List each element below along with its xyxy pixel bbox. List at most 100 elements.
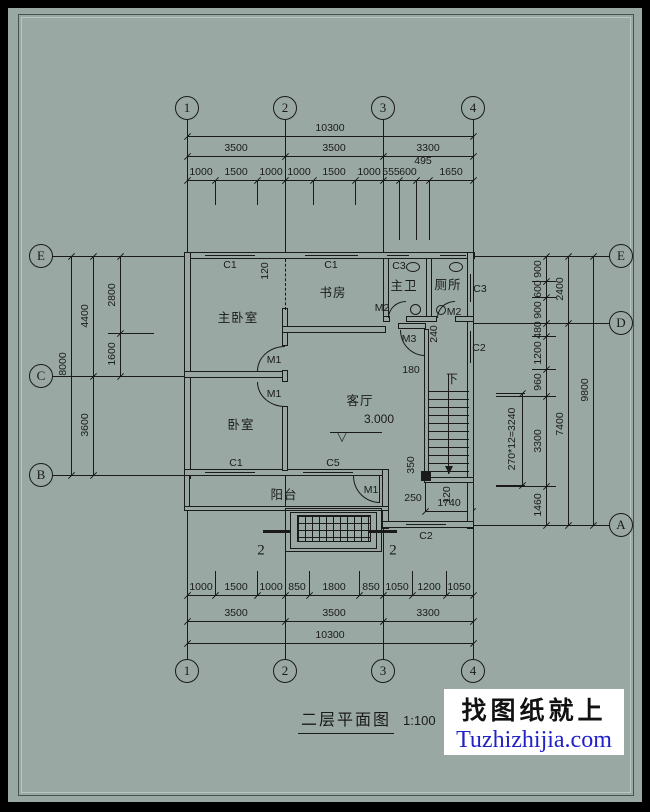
window-c2-right [467, 331, 474, 363]
axis-bubble-d-right: D [609, 311, 633, 335]
room-label-toilet: 厕所 [434, 277, 462, 292]
dim-top-detail: 1650 [439, 165, 463, 178]
tag-window-c1: C1 [223, 258, 237, 271]
dim-line [474, 323, 610, 324]
dim-top-detail: 1000 [357, 165, 381, 178]
room-label-master-bath: 主卫 [390, 278, 418, 293]
axis-line [285, 119, 286, 258]
dim-top-detail: 1500 [322, 165, 346, 178]
axis-line [93, 256, 94, 475]
dim-right-outer: 9800 [578, 378, 591, 402]
axis-line [473, 119, 474, 252]
window-c3-right [467, 274, 474, 302]
tag-window-c3: C3 [392, 259, 406, 272]
inner-frame-highlight [21, 17, 631, 793]
ann-dim-180: 180 [402, 363, 420, 376]
axis-line [359, 571, 360, 595]
dim-bottom-detail: 1000 [259, 580, 283, 593]
axis-line [215, 571, 216, 595]
planter-grille [297, 515, 371, 542]
axis-bubble-4-top: 4 [461, 96, 485, 120]
dim-line [187, 621, 473, 622]
axis-line [383, 119, 384, 258]
wall [383, 316, 390, 322]
axis-bubble-e-left: E [29, 244, 53, 268]
basin-fixture-icon [436, 305, 446, 315]
wall [398, 323, 426, 329]
axis-bubble-a-right: A [609, 513, 633, 537]
axis-bubble-4-bottom: 4 [461, 659, 485, 683]
stair-direction-arrow-icon [445, 466, 453, 474]
dim-line [496, 396, 556, 397]
ann-dim-350: 350 [404, 456, 417, 474]
axis-line [257, 180, 258, 205]
window-c3-top-bath [387, 252, 409, 259]
axis-line [546, 256, 547, 525]
axis-line [215, 180, 216, 205]
dim-left-bay: 3600 [78, 413, 91, 437]
room-label-balcony: 阳台 [270, 487, 298, 502]
dim-left-bay: 4400 [78, 304, 91, 328]
ann-dim-240: 240 [427, 325, 440, 343]
window-c1-top-study [305, 252, 358, 259]
dim-bottom-detail: 1500 [224, 580, 248, 593]
axis-line [522, 393, 523, 485]
dim-line [187, 156, 473, 157]
axis-bubble-1-top: 1 [175, 96, 199, 120]
dim-bottom-bay: 3500 [322, 606, 346, 619]
dim-right-detail: 900 [531, 301, 544, 319]
axis-bubble-e-right: E [609, 244, 633, 268]
axis-line [383, 470, 384, 660]
dim-bottom-detail: 1800 [322, 580, 346, 593]
tag-window-c2: C2 [472, 341, 486, 354]
axis-line [429, 180, 430, 240]
dim-bottom-detail: 1050 [447, 580, 471, 593]
room-label-master-bedroom: 主卧室 [217, 310, 259, 325]
wall [282, 326, 386, 333]
dim-right-detail: 1460 [531, 493, 544, 517]
dim-top-detail: 1000 [287, 165, 311, 178]
drawing-area: 1 2 3 4 1 2 3 4 E C B E D A 10300 3500 3… [8, 8, 642, 802]
door-m2-master-bath [388, 301, 406, 318]
dim-right-detail: 1200 [531, 341, 544, 365]
ann-dim-120-top: 120 [258, 262, 271, 280]
wall [282, 406, 288, 471]
window-c2-bottom [406, 521, 446, 528]
tag-window-c3: C3 [473, 282, 487, 295]
wall [382, 469, 389, 529]
section-mark-2: 2 [257, 542, 265, 559]
axis-bubble-3-bottom: 3 [371, 659, 395, 683]
dim-line [496, 393, 525, 394]
dim-left-detail: 2800 [105, 283, 118, 307]
axis-bubble-1-bottom: 1 [175, 659, 199, 683]
level-symbol-icon: ▽ [337, 428, 347, 444]
room-label-living: 客厅 [346, 393, 374, 408]
window-c1-top-left [205, 252, 255, 259]
dim-top-detail: 1000 [259, 165, 283, 178]
dim-line [474, 525, 610, 526]
axis-line [71, 256, 72, 475]
dim-right-bay: 7400 [553, 412, 566, 436]
tag-door-m2: M2 [374, 301, 390, 314]
section-mark-2: 2 [389, 542, 397, 559]
dim-left-detail: 1600 [105, 342, 118, 366]
section-cut-line [263, 530, 291, 533]
axis-line [425, 481, 426, 511]
axis-line [187, 119, 188, 252]
dim-left-outer: 8000 [56, 352, 69, 376]
tag-window-c1: C1 [229, 456, 243, 469]
axis-line [309, 571, 310, 595]
dim-top-detail: 1500 [224, 165, 248, 178]
dim-line [425, 511, 472, 512]
axis-bubble-3-top: 3 [371, 96, 395, 120]
dim-line [187, 180, 473, 181]
dimension-lines-layer [8, 8, 642, 802]
watermark-box: 找图纸就上 Tuzhizhijia.com [444, 689, 624, 755]
dim-right-detail: 480 [531, 321, 544, 339]
section-cut-line [369, 530, 397, 533]
dim-right-detail: 900 [531, 260, 544, 278]
ann-dim-250: 250 [404, 491, 422, 504]
dim-right-detail: 600 [531, 280, 544, 298]
dim-top-detail: 600 [399, 165, 417, 178]
drawing-scale: 1:100 [403, 713, 436, 728]
